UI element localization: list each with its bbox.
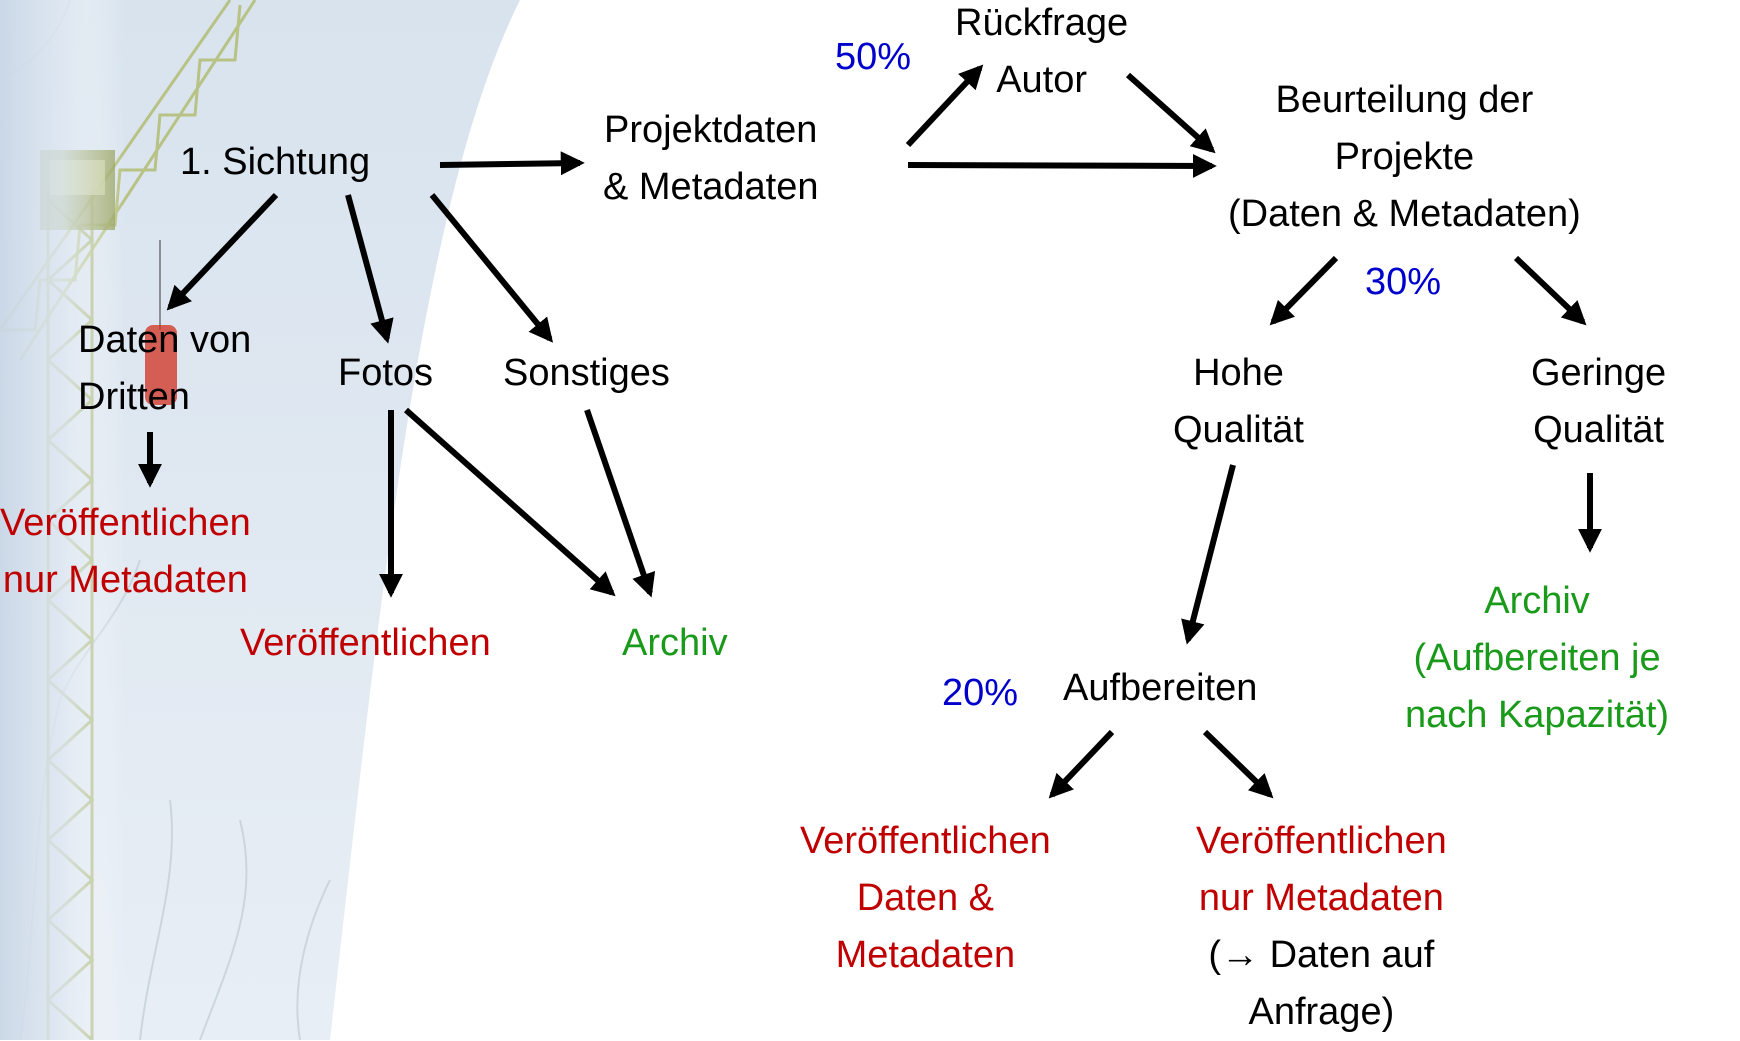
arrow-projektdaten-to-rueckfrage bbox=[905, 64, 984, 148]
node-geringe-qualitaet: Geringe Qualität bbox=[1531, 352, 1667, 451]
arrow-sichtung-to-sonstiges bbox=[429, 193, 554, 343]
arrow-aufbereiten-to-daten-meta bbox=[1048, 729, 1115, 799]
node-projektdaten: Projektdaten & Metadaten bbox=[603, 109, 819, 208]
node-sonstiges: Sonstiges bbox=[503, 352, 670, 394]
node-veroeff-nur-meta-left: Veröffentlichen nur Metadaten bbox=[0, 502, 251, 601]
node-rueckfrage: Rückfrage Autor bbox=[955, 2, 1129, 101]
arrow-sichtung-to-dritten bbox=[166, 192, 279, 311]
node-aufbereiten: Aufbereiten bbox=[1063, 667, 1258, 709]
percent-aufbereiten: 20% bbox=[942, 672, 1019, 714]
arrow-aufbereiten-to-nur-meta bbox=[1202, 729, 1274, 799]
node-beurteilung: Beurteilung der Projekte (Daten & Metada… bbox=[1228, 79, 1581, 235]
arrow-fotos-to-archiv bbox=[404, 407, 616, 597]
node-veroeff-fotos: Veröffentlichen bbox=[240, 622, 491, 664]
node-daten-von-dritten: Daten von Dritten bbox=[78, 319, 252, 418]
node-fotos: Fotos bbox=[338, 352, 434, 394]
arrow-projektdaten-to-beurteilung bbox=[907, 153, 1217, 178]
node-hohe-qualitaet: Hohe Qualität bbox=[1173, 352, 1304, 451]
arrow-sonstiges-to-archiv bbox=[584, 409, 656, 598]
node-archiv-left: Archiv bbox=[622, 622, 728, 664]
percent-rueckfrage: 50% bbox=[835, 36, 912, 78]
node-sichtung: 1. Sichtung bbox=[180, 141, 371, 183]
arrow-sichtung-to-fotos bbox=[345, 194, 394, 344]
arrow-rueckfrage-to-beurteilung bbox=[1126, 72, 1216, 154]
arrow-beurteilung-to-geringe bbox=[1513, 255, 1587, 326]
node-archiv-right: Archiv (Aufbereiten je nach Kapazität) bbox=[1405, 580, 1670, 736]
percent-beurteilung: 30% bbox=[1365, 261, 1442, 303]
arrow-hohe-to-aufbereiten bbox=[1181, 464, 1236, 645]
arrow-beurteilung-to-hohe bbox=[1269, 255, 1339, 326]
node-veroeff-daten-metadaten: Veröffentlichen Daten & Metadaten bbox=[800, 820, 1051, 976]
node-veroeff-nur-meta-right: Veröffentlichen nur Metadaten (→ Daten a… bbox=[1196, 820, 1447, 1033]
arrow-sichtung-to-projektdaten bbox=[439, 151, 585, 176]
